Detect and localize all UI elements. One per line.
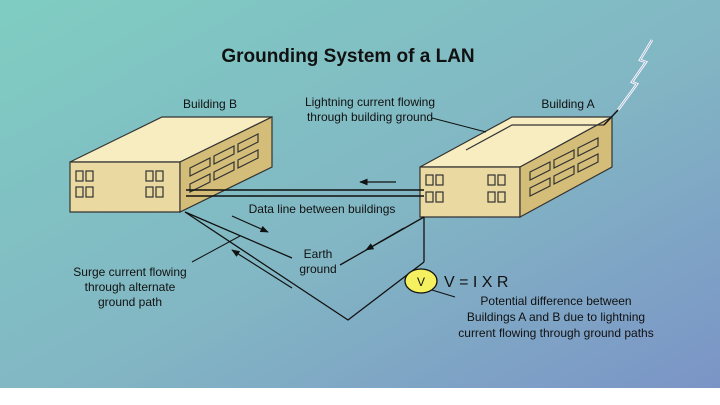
svg-text:current flowing through ground: current flowing through ground paths [458, 326, 653, 340]
svg-text:V: V [417, 275, 425, 289]
svg-text:Earth: Earth [304, 247, 333, 261]
voltmeter-icon: V [404, 268, 438, 294]
surge-current-arrow [231, 249, 293, 289]
equation: V = I X R [444, 274, 508, 291]
svg-text:ground: ground [299, 262, 336, 276]
building-a [419, 115, 613, 219]
data-line [186, 189, 424, 197]
svg-text:ground path: ground path [98, 295, 162, 309]
label-lightning-current: Lightning current flowing through buildi… [305, 95, 435, 124]
svg-text:Surge current flowing: Surge current flowing [73, 265, 186, 279]
label-potential-difference: Potential difference between Buildings A… [458, 294, 653, 340]
svg-text:through building ground: through building ground [307, 110, 433, 124]
lightning-bolt-icon [616, 39, 654, 111]
svg-text:Lightning current flowing: Lightning current flowing [305, 95, 435, 109]
label-building-b: Building B [183, 97, 237, 111]
ground-current-arrow-a [365, 227, 405, 251]
lightning-entry-line [603, 109, 619, 126]
label-surge-current: Surge current flowing through alternate … [73, 265, 186, 309]
svg-text:Potential difference between: Potential difference between [480, 294, 631, 308]
svg-text:Buildings A and B due to light: Buildings A and B due to lightning [467, 310, 645, 324]
label-earth-ground: Earth ground [299, 247, 336, 276]
label-data-line: Data line between buildings [249, 202, 396, 216]
ground-current-arrow-b [231, 215, 269, 233]
building-b [69, 116, 273, 213]
label-building-a: Building A [541, 97, 594, 111]
diagram-title: Grounding System of a LAN [221, 46, 474, 67]
svg-text:through alternate: through alternate [85, 280, 176, 294]
